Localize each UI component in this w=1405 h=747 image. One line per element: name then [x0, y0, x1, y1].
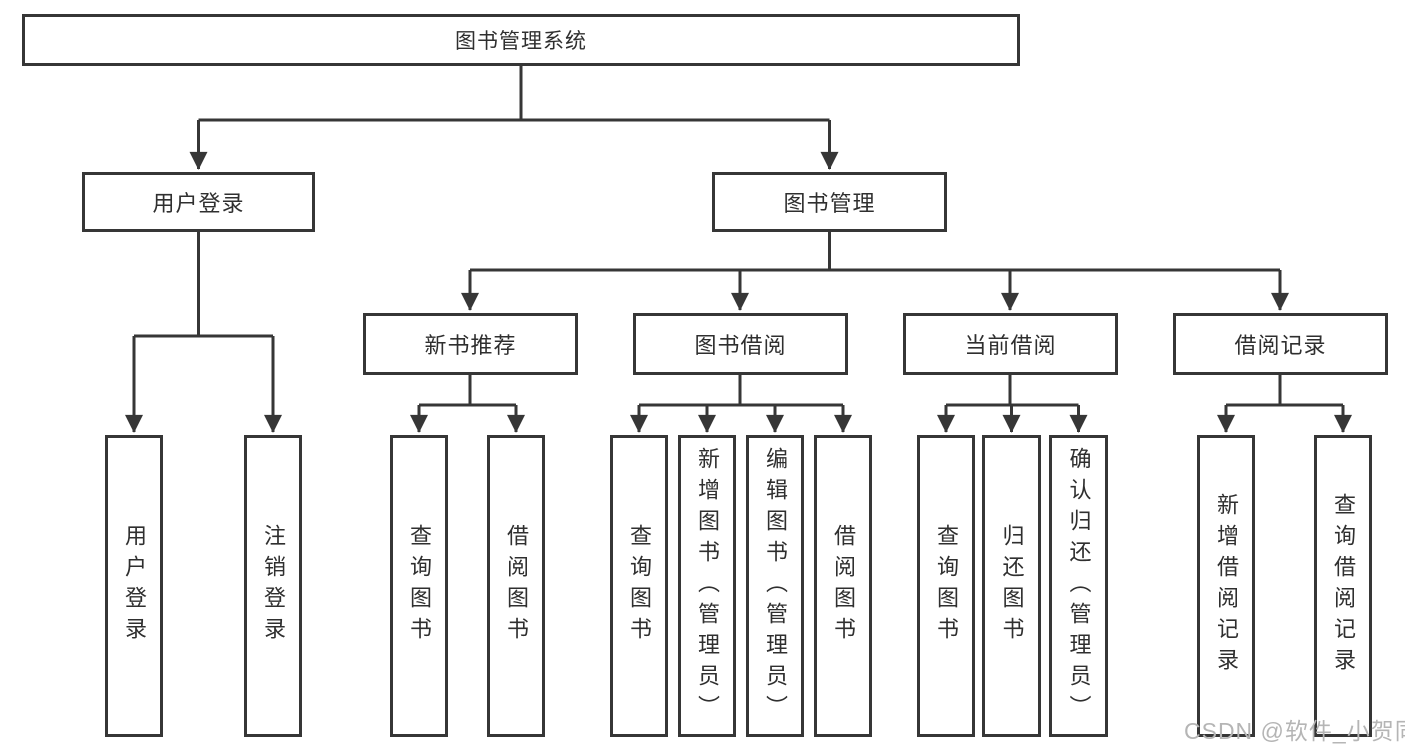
leaf-user-login-label: 用户登录 — [122, 524, 147, 648]
node-book-borrowing-label: 图书借阅 — [694, 333, 787, 358]
node-current-borrowing-label: 当前借阅 — [964, 333, 1057, 358]
leaf-bb-add-book-admin-label: 新增图书（管理员） — [695, 446, 720, 726]
leaf-bb-borrow-book-label: 借阅图书 — [831, 524, 856, 648]
node-borrowing-records-label: 借阅记录 — [1234, 333, 1327, 358]
node-user-login: 用户登录 — [82, 172, 315, 232]
leaf-bb-edit-book-admin: 编辑图书（管理员） — [746, 435, 804, 737]
node-new-book-recommendation-label: 新书推荐 — [424, 333, 517, 358]
leaf-logout: 注销登录 — [244, 435, 302, 737]
leaf-cb-query-book-label: 查询图书 — [934, 524, 959, 648]
leaf-rec-borrow-book: 借阅图书 — [487, 435, 545, 737]
tree-edges — [125, 66, 1352, 433]
leaf-cb-confirm-return-admin: 确认归还（管理员） — [1049, 435, 1108, 737]
node-root-system: 图书管理系统 — [22, 14, 1020, 66]
leaf-bb-edit-book-admin-label: 编辑图书（管理员） — [763, 446, 788, 726]
leaf-logout-label: 注销登录 — [261, 524, 286, 648]
leaf-cb-query-book: 查询图书 — [917, 435, 975, 737]
node-book-management-label: 图书管理 — [783, 191, 876, 216]
leaf-bb-query-book-label: 查询图书 — [627, 524, 652, 648]
leaf-br-query-record-label: 查询借阅记录 — [1331, 493, 1356, 679]
leaf-rec-query-book-label: 查询图书 — [407, 524, 432, 648]
leaf-rec-borrow-book-label: 借阅图书 — [504, 524, 529, 648]
leaf-cb-return-book: 归还图书 — [982, 435, 1041, 737]
leaf-cb-confirm-return-admin-label: 确认归还（管理员） — [1066, 446, 1092, 726]
leaf-br-add-record: 新增借阅记录 — [1197, 435, 1255, 737]
leaf-br-query-record: 查询借阅记录 — [1314, 435, 1372, 737]
leaf-bb-query-book: 查询图书 — [610, 435, 668, 737]
node-new-book-recommendation: 新书推荐 — [363, 313, 578, 375]
node-current-borrowing: 当前借阅 — [903, 313, 1118, 375]
leaf-user-login: 用户登录 — [105, 435, 163, 737]
leaf-bb-borrow-book: 借阅图书 — [814, 435, 872, 737]
node-book-borrowing: 图书借阅 — [633, 313, 848, 375]
node-user-login-label: 用户登录 — [152, 191, 245, 216]
leaf-bb-add-book-admin: 新增图书（管理员） — [678, 435, 736, 737]
node-book-management: 图书管理 — [712, 172, 947, 232]
node-borrowing-records: 借阅记录 — [1173, 313, 1388, 375]
csdn-watermark: CSDN @软件_小贺同学 — [1184, 718, 1405, 744]
leaf-cb-return-book-label: 归还图书 — [999, 524, 1025, 648]
leaf-br-add-record-label: 新增借阅记录 — [1214, 493, 1239, 679]
node-root-label: 图书管理系统 — [455, 30, 587, 53]
leaf-rec-query-book: 查询图书 — [390, 435, 448, 737]
